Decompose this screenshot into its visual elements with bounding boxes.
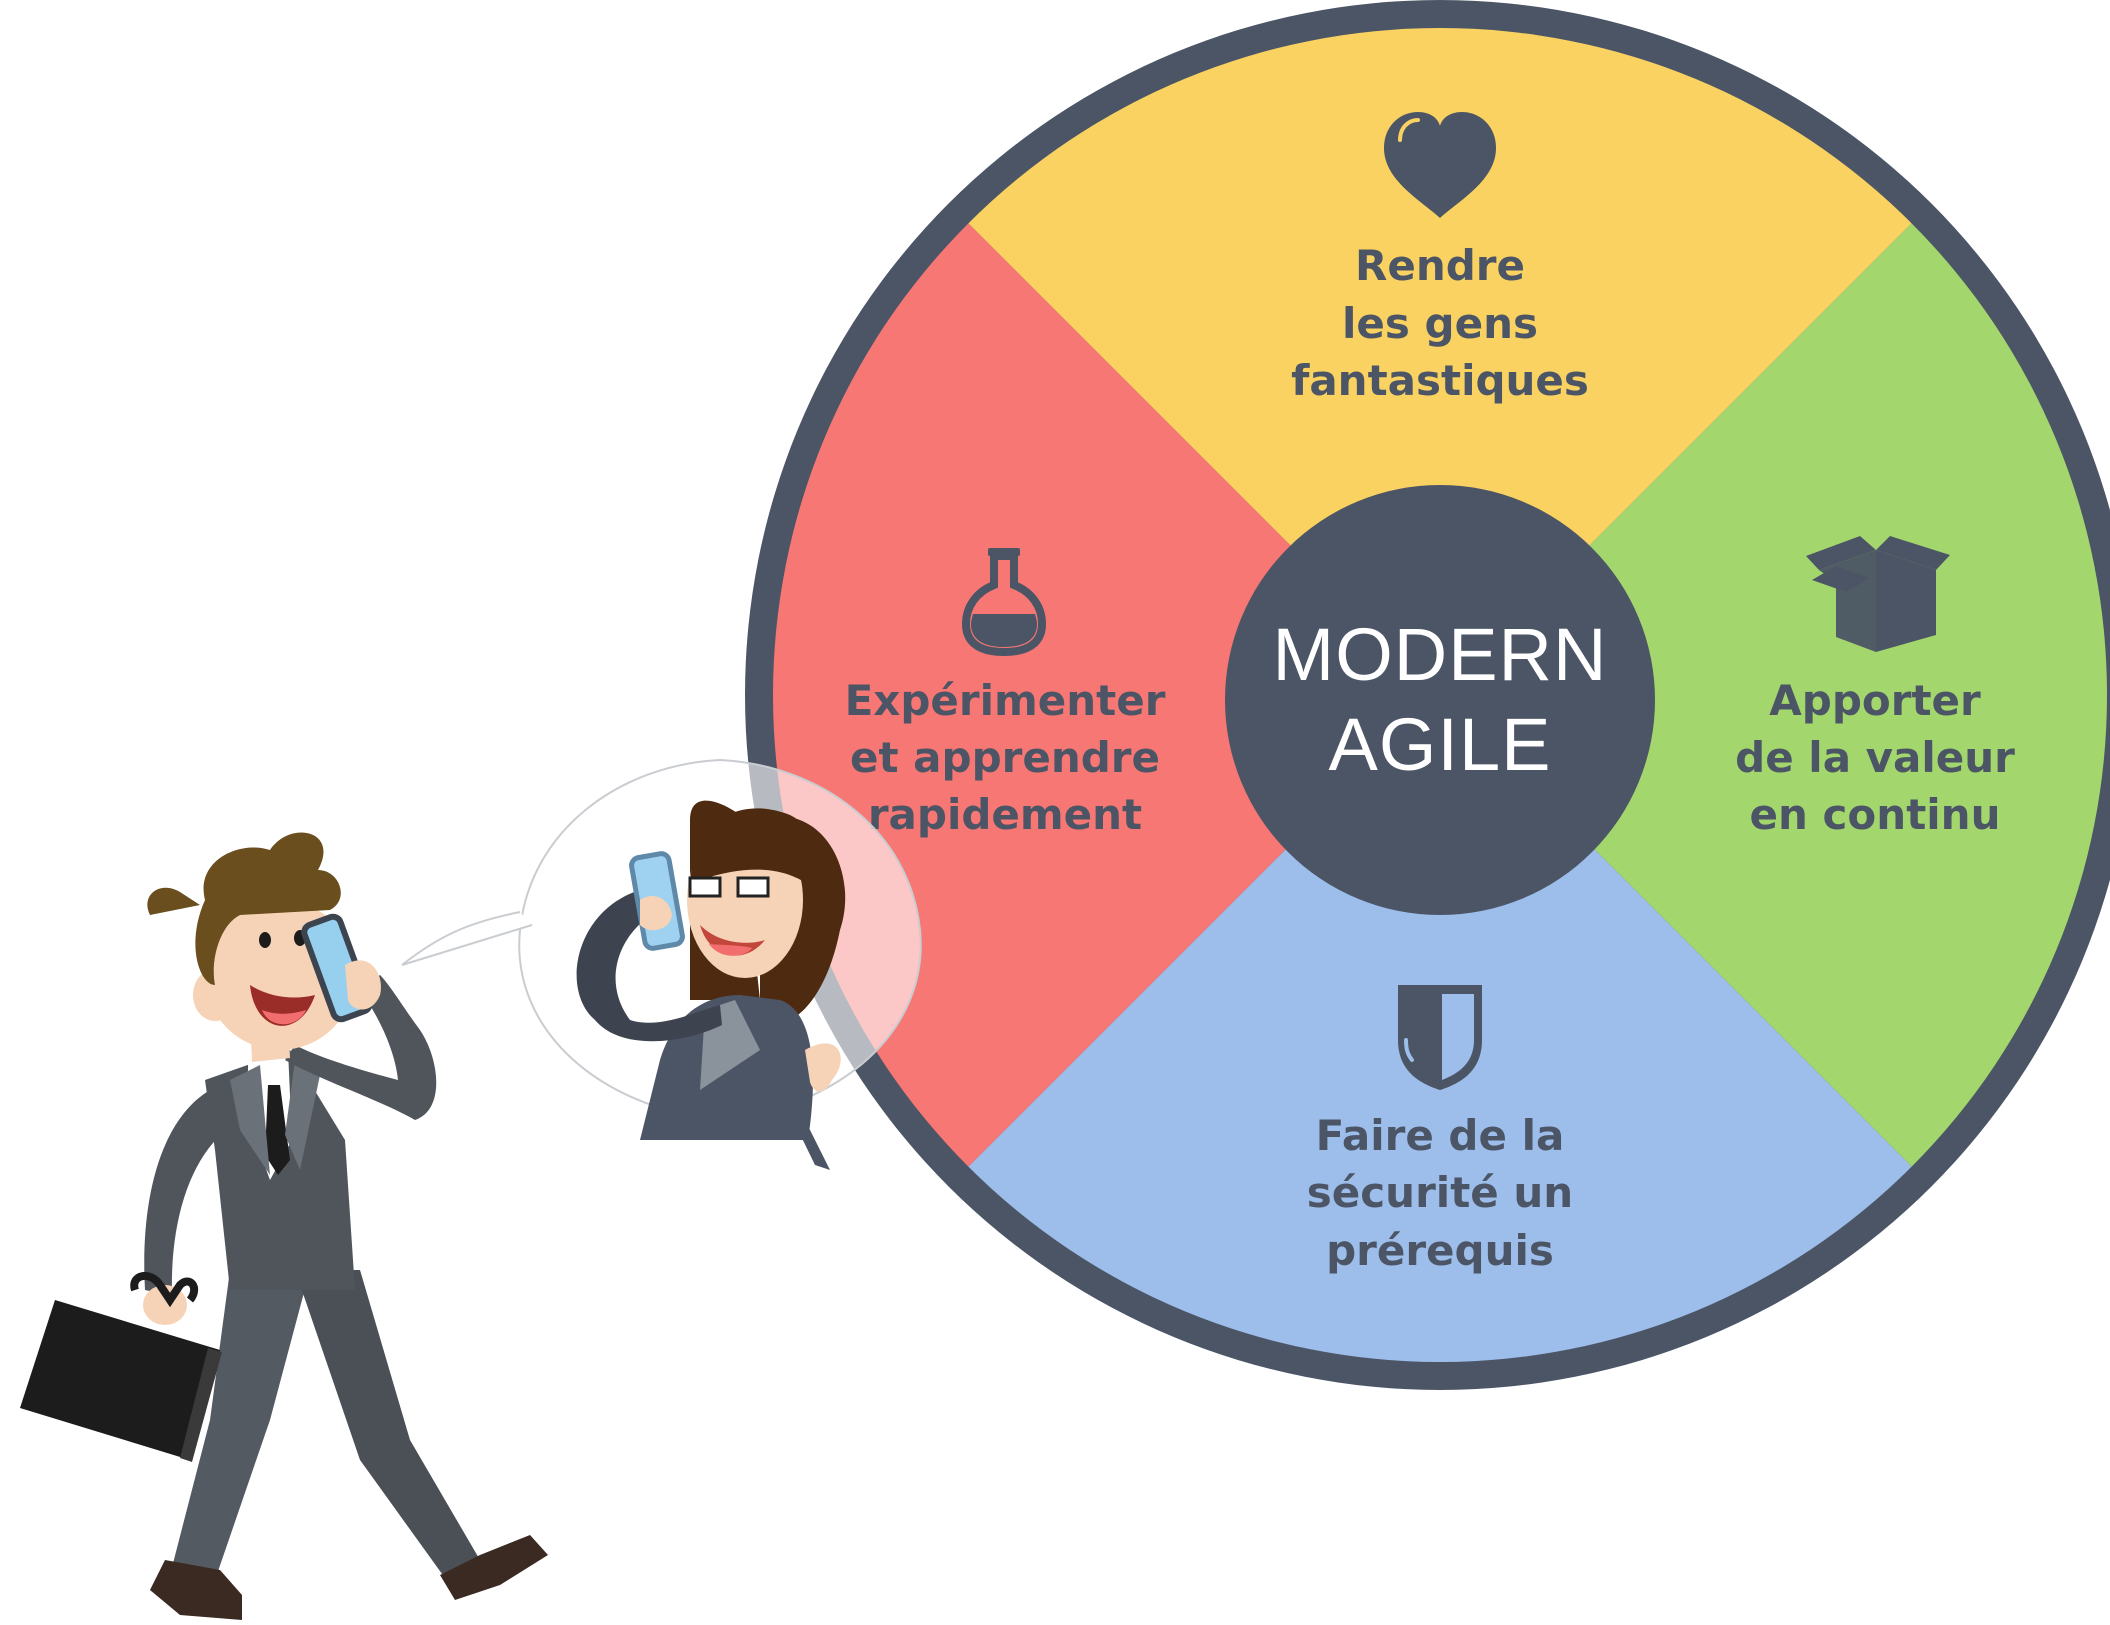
flask-icon bbox=[961, 548, 1047, 657]
quadrant-top bbox=[773, 28, 2107, 695]
quadrant-right bbox=[1440, 28, 2107, 1362]
quadrant-bottom-line3: prérequis bbox=[1326, 1226, 1554, 1275]
quadrant-top-line1: Rendre bbox=[1355, 241, 1525, 290]
quadrant-left-line3: rapidement bbox=[868, 790, 1142, 839]
quadrant-top-line2: les gens bbox=[1342, 299, 1538, 348]
quadrant-left-line2: et apprendre bbox=[850, 733, 1160, 782]
center-title-line1: MODERN bbox=[1273, 613, 1608, 696]
shield-icon bbox=[1398, 985, 1482, 1090]
heart-icon bbox=[1384, 112, 1496, 218]
quadrant-right-line1: Apporter bbox=[1769, 676, 1981, 725]
quadrant-bottom-line1: Faire de la bbox=[1316, 1111, 1565, 1160]
center-hub bbox=[1225, 485, 1655, 915]
quadrant-top-line3: fantastiques bbox=[1291, 356, 1589, 405]
modern-agile-wheel: MODERN AGILE Rendre les gens fantastique… bbox=[745, 0, 2110, 1390]
businessman-illustration bbox=[20, 832, 548, 1620]
box-icon bbox=[1806, 536, 1950, 652]
quadrant-right-line2: de la valeur bbox=[1735, 733, 2015, 782]
quadrant-left-line1: Expérimenter bbox=[845, 676, 1166, 725]
quadrant-left bbox=[773, 28, 1440, 1362]
quadrant-bottom-line2: sécurité un bbox=[1307, 1168, 1573, 1217]
quadrant-right-line3: en continu bbox=[1750, 790, 2001, 839]
businesswoman-illustration bbox=[576, 800, 846, 1170]
center-title-line2: AGILE bbox=[1329, 703, 1552, 786]
